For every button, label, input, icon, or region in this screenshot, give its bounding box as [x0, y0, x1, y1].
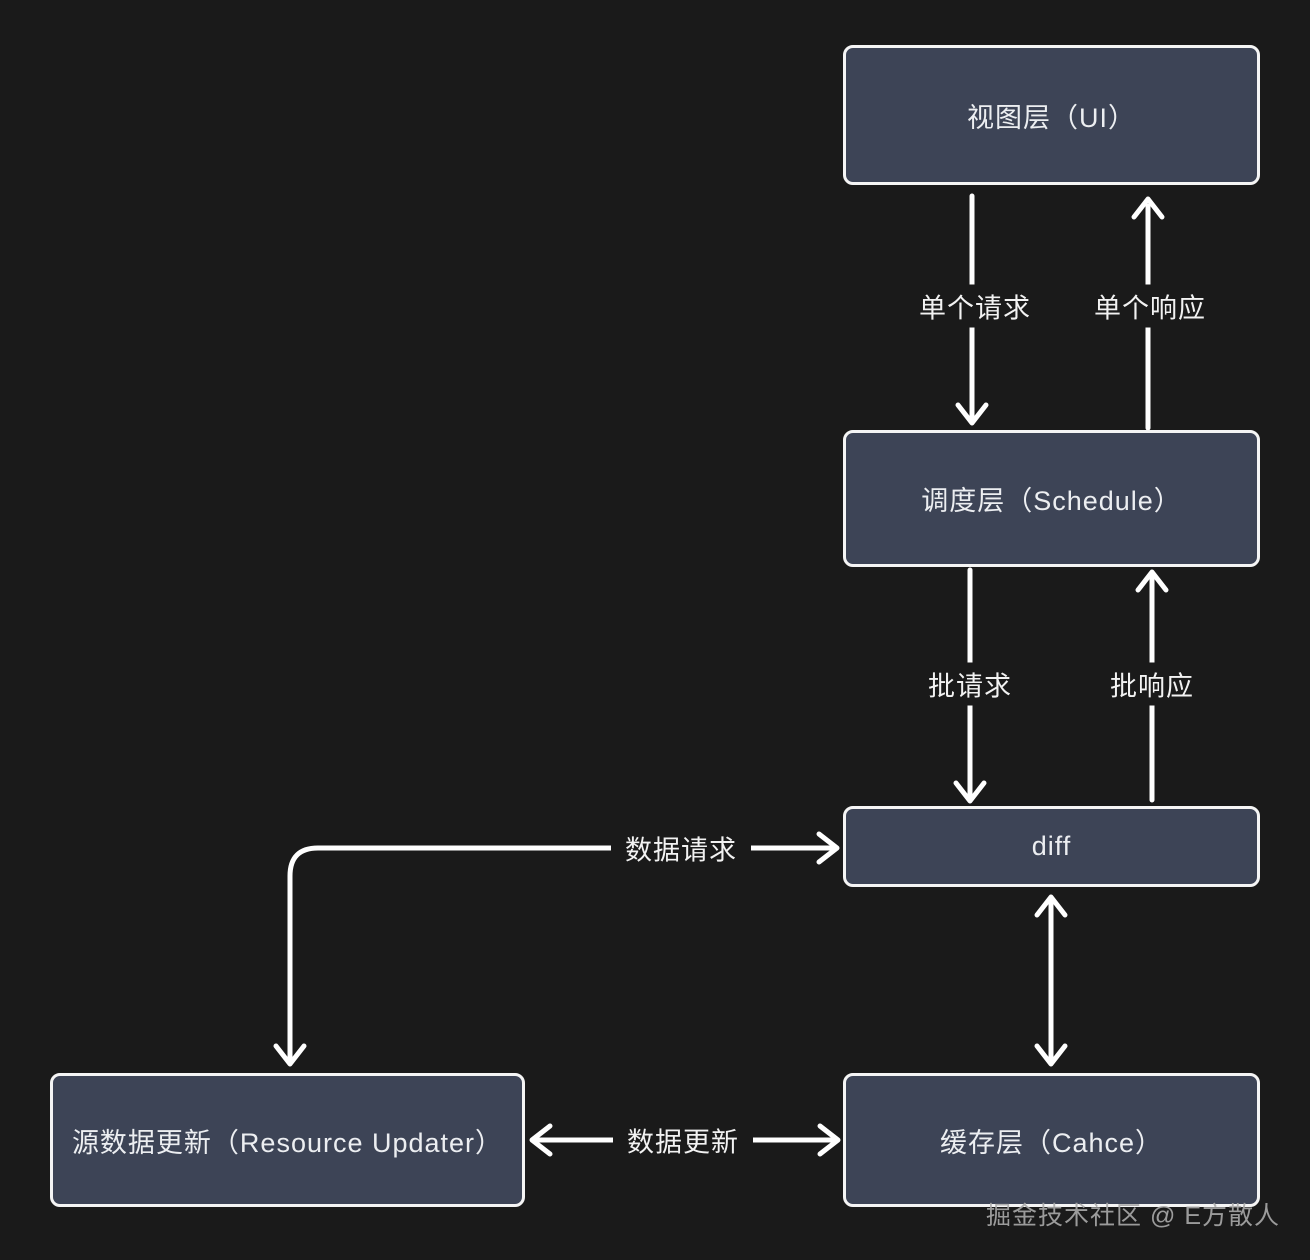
- node-cache-layer-label: 缓存层（Cahce）: [939, 1127, 1164, 1158]
- node-schedule-layer: 调度层（Schedule）: [843, 430, 1260, 567]
- arrow-left-icon: [529, 1123, 553, 1157]
- edge-label-single-response: 单个响应: [1080, 284, 1220, 328]
- arrow-up-icon: [1135, 569, 1169, 593]
- node-schedule-layer-label: 调度层（Schedule）: [921, 486, 1182, 516]
- node-resource-updater-label: 源数据更新（Resource Updater）: [71, 1127, 504, 1158]
- arrow-down-icon: [955, 402, 989, 426]
- arrow-right-icon: [817, 1123, 841, 1157]
- node-cache-layer: 缓存层（Cahce）: [843, 1073, 1260, 1207]
- arrow-up-icon: [1131, 196, 1165, 220]
- edge-label-single-request: 单个请求: [905, 284, 1045, 328]
- node-view-layer: 视图层（UI）: [843, 45, 1260, 185]
- arrow-down-icon: [1034, 1043, 1068, 1067]
- edge-data-request-line: [287, 845, 835, 1063]
- arrow-up-icon: [1034, 894, 1068, 918]
- edge-label-data-update: 数据更新: [613, 1118, 753, 1162]
- node-diff: diff: [843, 806, 1260, 887]
- node-view-layer-label: 视图层（UI）: [967, 102, 1136, 133]
- edge-label-batch-response: 批响应: [1096, 662, 1208, 706]
- edge-label-data-request: 数据请求: [611, 826, 751, 870]
- arrow-down-icon: [953, 780, 987, 804]
- watermark: 掘金技术社区 @ E方散人: [986, 1202, 1280, 1230]
- node-diff-label: diff: [1031, 831, 1072, 861]
- edge-label-batch-request: 批请求: [914, 662, 1026, 706]
- node-resource-updater: 源数据更新（Resource Updater）: [50, 1073, 525, 1207]
- arrow-down-icon: [273, 1043, 307, 1067]
- arrow-right-icon: [816, 831, 840, 865]
